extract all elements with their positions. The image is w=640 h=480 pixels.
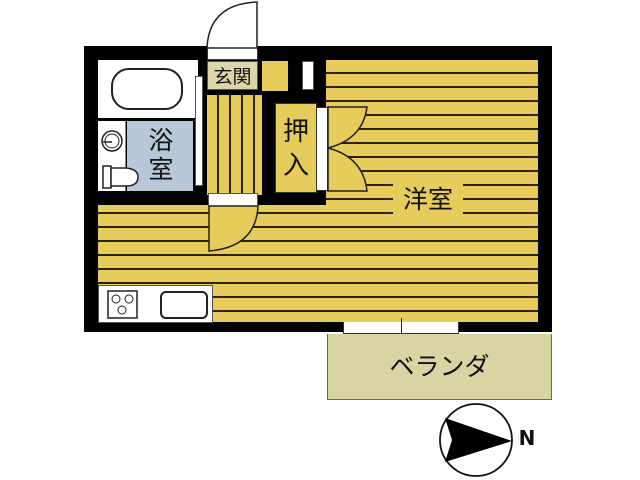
- entrance: [207, 61, 258, 90]
- veranda-label: ベランダ: [389, 352, 490, 381]
- north-arrow-icon: [439, 403, 513, 477]
- entrance-label: 玄関: [213, 66, 252, 88]
- toilet-icon: [102, 165, 139, 189]
- washbasin-icon: [101, 130, 123, 152]
- hallway-floor: [207, 95, 262, 195]
- western-room-label: 洋室: [393, 182, 463, 214]
- compass-label: N: [518, 426, 536, 450]
- closet-label-2: 入: [282, 150, 309, 181]
- sink: [160, 291, 208, 319]
- closet-door-swing: [327, 106, 368, 192]
- window-small: [302, 61, 314, 90]
- shoe-cabinet: [262, 61, 288, 91]
- bath-label: 浴室: [145, 127, 174, 185]
- veranda-window-divider: [401, 318, 402, 340]
- entrance-door-swing: [206, 1, 258, 49]
- veranda: [327, 334, 552, 400]
- hall-door-swing: [208, 205, 259, 252]
- stove-icon: [107, 290, 138, 319]
- bath-sliding-door: [195, 76, 203, 186]
- closet: [275, 103, 317, 193]
- closet-label-1: 押: [282, 116, 309, 147]
- bathtub: [111, 68, 183, 110]
